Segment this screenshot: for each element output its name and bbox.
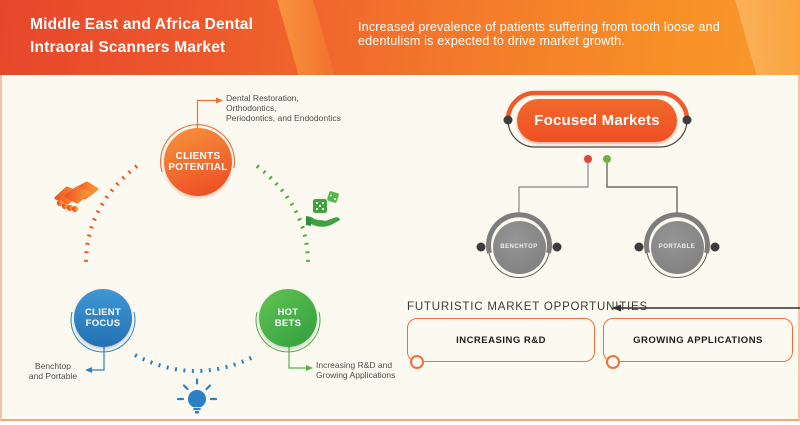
banner-diagonal-stripe xyxy=(275,0,337,75)
opportunity-label: INCREASING R&D xyxy=(456,334,546,346)
header-banner: Middle East and Africa Dental Intraoral … xyxy=(0,0,800,75)
annotation-line: Orthodontics, xyxy=(226,102,277,113)
node-hot-bets-label-2: BETS xyxy=(274,318,302,329)
annotation-line: Periodontics, and Endodontics xyxy=(226,112,341,123)
client-focus-annotation: Benchtop and Portable xyxy=(20,361,86,382)
header-subtitle: Increased prevalence of patients sufferi… xyxy=(358,20,720,48)
opportunity-label: GROWING APPLICATIONS xyxy=(633,334,763,346)
node-benchtop: BENCHTOP xyxy=(492,220,546,274)
focused-markets-pill: Focused Markets xyxy=(517,99,677,142)
annotation-line: and Portable xyxy=(28,370,78,381)
node-client-focus: CLIENT FOCUS xyxy=(74,289,132,347)
page-title-line-2: Intraoral Scanners Market xyxy=(30,39,226,56)
box-corner-dot xyxy=(606,355,620,369)
node-hot-bets-label-1: HOT xyxy=(277,306,299,318)
node-portable: PORTABLE xyxy=(650,220,704,274)
box-corner-dot xyxy=(410,355,424,369)
annotation-line: Dental Restoration, xyxy=(226,93,299,103)
annotation-line: Increasing R&D and xyxy=(316,360,393,370)
opportunity-box-increasing-rd: INCREASING R&D xyxy=(407,318,595,369)
node-hot-bets: HOT BETS xyxy=(259,289,317,347)
opportunity-box-growing-applications: GROWING APPLICATIONS xyxy=(603,318,793,369)
node-client-focus-label-1: CLIENT xyxy=(84,306,122,318)
node-clients-potential: CLIENTS POTENTIAL xyxy=(164,128,232,196)
page-title-line-1: Middle East and Africa Dental xyxy=(30,16,254,33)
hot-bets-annotation: Increasing R&D and Growing Applications xyxy=(316,360,396,381)
clients-potential-annotation: Dental Restoration, Orthodontics, Period… xyxy=(226,93,341,123)
page-title: Middle East and Africa Dental Intraoral … xyxy=(30,13,253,59)
node-clients-potential-label-2: POTENTIAL xyxy=(168,162,228,173)
annotation-line: Growing Applications xyxy=(316,369,396,380)
opportunities-heading: FUTURISTIC MARKET OPPORTUNITIES xyxy=(407,301,648,313)
node-clients-potential-label-1: CLIENTS xyxy=(175,150,221,162)
annotation-line: Benchtop xyxy=(35,361,71,371)
node-client-focus-label-2: FOCUS xyxy=(85,318,121,329)
